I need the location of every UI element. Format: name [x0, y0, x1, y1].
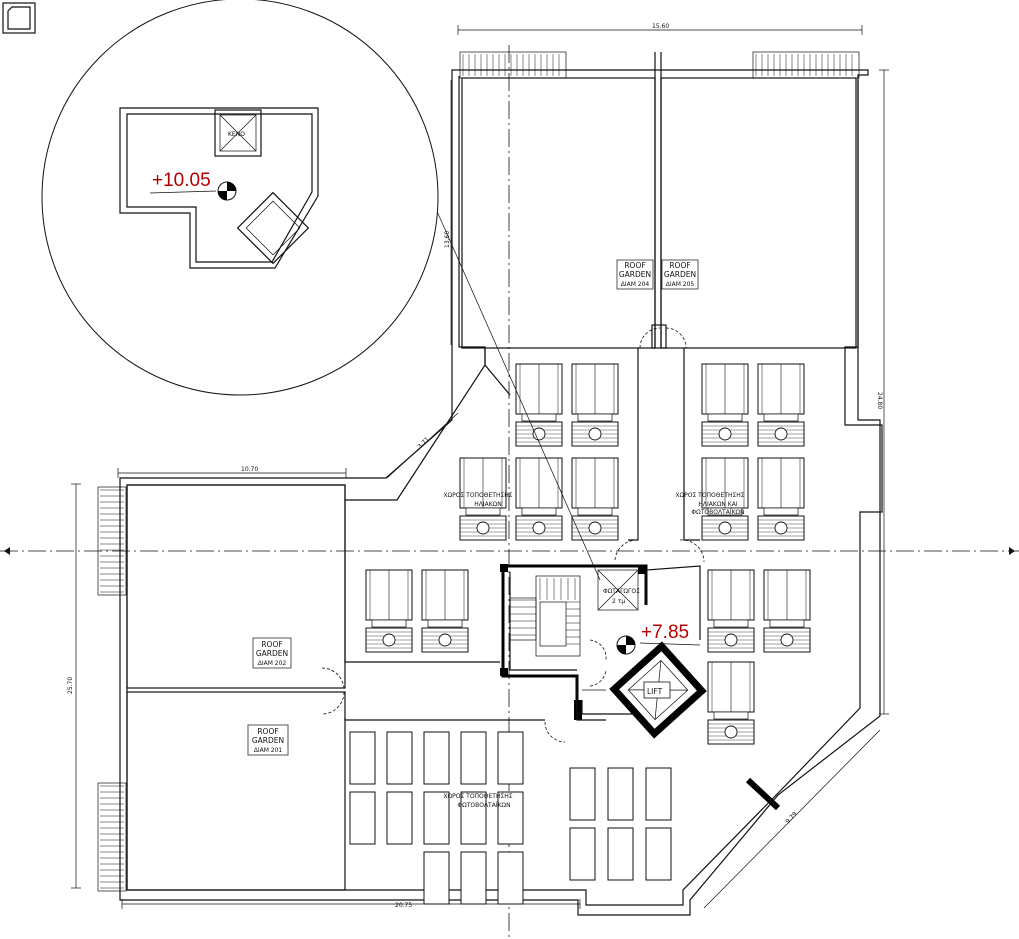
building-outline	[97, 51, 883, 916]
solar-heater	[515, 457, 563, 541]
pv-panel	[423, 791, 450, 845]
solar-heater	[459, 457, 507, 541]
zone-label-right-solar: ΧΩΡΟΣ ΤΟΠΟΘΕΤΗΣΗΣ ΗΛΙΑΚΩΝ ΚΑΙ ΦΩΤΟΒΟΛΤΑΪ…	[675, 492, 744, 516]
pv-panel	[607, 767, 634, 821]
svg-text:GARDEN: GARDEN	[664, 270, 696, 279]
solar-heater	[571, 457, 619, 541]
solar-heater	[365, 569, 413, 653]
solar-heater	[571, 363, 619, 447]
svg-text:ROOF: ROOF	[669, 261, 690, 270]
dim-bottom: 20.75	[395, 902, 412, 909]
grid-axes	[0, 45, 1019, 939]
pv-panel-group	[349, 731, 672, 905]
pv-panel	[645, 767, 672, 821]
svg-text:ΧΩΡΟΣ ΤΟΠΟΘΕΤΗΣΗΣ: ΧΩΡΟΣ ΤΟΠΟΘΕΤΗΣΗΣ	[675, 492, 744, 499]
dim-diag-br: 9.79	[784, 811, 798, 826]
pv-panel	[460, 851, 487, 905]
wall-segment	[745, 777, 781, 811]
svg-text:ROOF: ROOF	[261, 640, 282, 649]
skylight-label: ΚΕΝΟ	[228, 131, 245, 138]
svg-text:GARDEN: GARDEN	[256, 649, 288, 658]
folded-corner-icon[interactable]	[2, 2, 36, 34]
dim-vertical-small: 13.60	[444, 231, 451, 248]
zone-label-pv: ΧΩΡΟΣ ΤΟΠΟΘΕΤΗΣΗΣ ΦΩΤΟΒΟΛΤΑΪΚΩΝ	[443, 793, 512, 809]
svg-text:ΧΩΡΟΣ ΤΟΠΟΘΕΤΗΣΗΣ: ΧΩΡΟΣ ΤΟΠΟΘΕΤΗΣΗΣ	[443, 492, 512, 499]
svg-text:ΔΙΑΜ 204: ΔΙΑΜ 204	[621, 281, 650, 288]
pv-panel	[497, 791, 524, 845]
pv-panel	[349, 791, 376, 845]
solar-heater	[757, 363, 805, 447]
solar-heater-group	[365, 363, 811, 745]
svg-text:ΧΩΡΟΣ ΤΟΠΟΘΕΤΗΣΗΣ: ΧΩΡΟΣ ΤΟΠΟΘΕΤΗΣΗΣ	[443, 793, 512, 800]
solar-heater	[757, 457, 805, 541]
pv-panel	[497, 851, 524, 905]
elevation-detail-label: +10.05	[152, 170, 211, 191]
dim-top: 15.60	[652, 23, 669, 30]
solar-heater	[421, 569, 469, 653]
pv-panel	[497, 731, 524, 785]
pv-panel	[607, 827, 634, 881]
pv-panel	[386, 731, 413, 785]
pv-panel	[645, 827, 672, 881]
svg-text:ROOF: ROOF	[624, 261, 645, 270]
lift-shaft	[609, 641, 707, 739]
solar-heater	[707, 661, 755, 745]
svg-text:ROOF: ROOF	[257, 727, 278, 736]
door-swings	[321, 327, 705, 743]
dim-diag: 3.71	[416, 436, 431, 451]
solar-heater	[763, 569, 811, 653]
svg-text:ΦΩΤΟΒΟΛΤΑΪΚΩΝ: ΦΩΤΟΒΟΛΤΑΪΚΩΝ	[457, 802, 510, 809]
svg-text:GARDEN: GARDEN	[252, 736, 284, 745]
pv-panel	[349, 731, 376, 785]
shaft-area: 2 τμ	[612, 598, 625, 605]
dimension-lines: 15.60 10.70 3.71 24.80 25.70 20.75 9.79 …	[67, 23, 889, 909]
svg-text:ΦΩΤΟΒΟΛΤΑΪΚΩΝ: ΦΩΤΟΒΟΛΤΑΪΚΩΝ	[691, 509, 744, 516]
svg-text:ΗΛΙΑΚΩΝ: ΗΛΙΑΚΩΝ	[474, 501, 502, 508]
room-label-204: ROOF GARDEN ΔΙΑΜ 204	[616, 259, 654, 290]
pv-panel	[460, 731, 487, 785]
pv-panel	[460, 791, 487, 845]
pv-panel	[423, 731, 450, 785]
pv-panel	[423, 851, 450, 905]
shaft-label: ΦΩΤΑΓΩΓΟΣ	[603, 588, 640, 595]
elevation-main-label: +7.85	[641, 622, 689, 643]
svg-text:GARDEN: GARDEN	[619, 270, 651, 279]
pv-panel	[386, 791, 413, 845]
elevation-marker-main	[616, 635, 701, 655]
stair-core: ΦΩΤΑΓΩΓΟΣ 2 τμ	[500, 564, 701, 721]
svg-text:ΗΛΙΑΚΩΝ ΚΑΙ: ΗΛΙΑΚΩΝ ΚΑΙ	[698, 501, 737, 508]
svg-text:ΔΙΑΜ 201: ΔΙΑΜ 201	[254, 747, 283, 754]
dim-left-side: 25.70	[67, 677, 74, 694]
pv-panel	[569, 767, 596, 821]
solar-heater	[515, 363, 563, 447]
svg-text:ΔΙΑΜ 202: ΔΙΑΜ 202	[258, 660, 287, 667]
solar-heater	[707, 569, 755, 653]
room-label-202: ROOF GARDEN ΔΙΑΜ 202	[252, 637, 292, 669]
solar-heater	[701, 363, 749, 447]
detail-callout	[41, 0, 439, 396]
dim-left-top: 10.70	[241, 466, 258, 473]
solar-heater	[701, 457, 749, 541]
balcony-hatching	[100, 54, 853, 889]
room-label-205: ROOF GARDEN ΔΙΑΜ 205	[661, 259, 699, 290]
lift-label: LIFT	[647, 687, 663, 696]
svg-text:ΔΙΑΜ 205: ΔΙΑΜ 205	[666, 281, 695, 288]
dim-right-side: 24.80	[876, 392, 883, 409]
detail-leader	[431, 199, 601, 581]
room-label-201: ROOF GARDEN ΔΙΑΜ 201	[247, 724, 289, 756]
lift-plate	[643, 681, 671, 699]
zone-label-left-solar: ΧΩΡΟΣ ΤΟΠΟΘΕΤΗΣΗΣ ΗΛΙΑΚΩΝ	[443, 492, 512, 508]
pv-panel	[569, 827, 596, 881]
